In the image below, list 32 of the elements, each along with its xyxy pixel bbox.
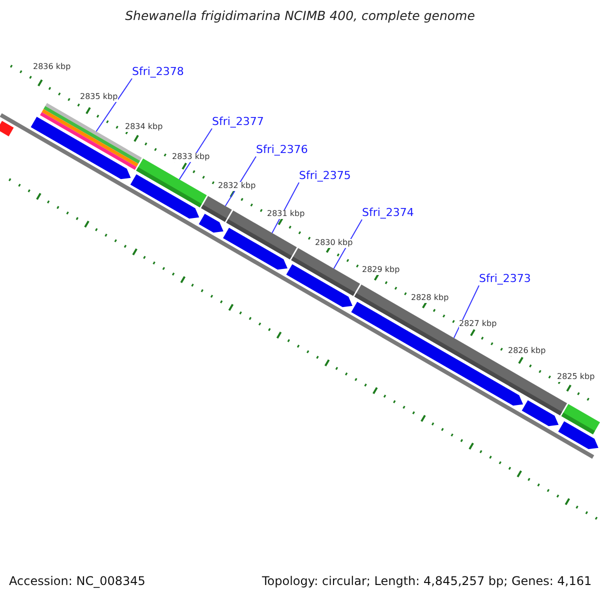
gene-label: Sfri_2377: [212, 116, 264, 128]
gene-arrow-bar: [223, 228, 288, 270]
gene-label: Sfri_2373: [479, 273, 531, 286]
scale-label: 2836 kbp: [33, 63, 71, 72]
leader-line: [333, 219, 362, 270]
gene-arrow-bar: [286, 264, 352, 308]
scale-label: 2830 kbp: [315, 239, 353, 248]
footer-text: Accession: NC_008345: [9, 575, 146, 588]
scale-label: 2825 kbp: [557, 373, 595, 382]
scale-label: 2828 kbp: [411, 294, 449, 303]
footer-text: Topology: circular; Length: 4,845,257 bp; Genes: 4,161: [262, 575, 592, 588]
gene-label: Sfri_2376: [256, 144, 308, 156]
gene-label: Sfri_2374: [362, 207, 414, 220]
scale-label: 2835 kbp: [80, 93, 118, 102]
scale-label: 2831 kbp: [267, 210, 305, 219]
leader-line: [96, 78, 132, 132]
scale-label: 2826 kbp: [508, 347, 546, 356]
title: Shewanella frigidimarina NCIMB 400, complete genome: [124, 9, 476, 23]
gene-arrow-bar: [522, 400, 559, 426]
gene-label: Sfri_2378: [132, 66, 184, 78]
scale-label: 2829 kbp: [362, 266, 400, 275]
scale-label: 2832 kbp: [218, 182, 256, 191]
scale-label: 2833 kbp: [172, 153, 210, 162]
gene-label: Sfri_2375: [299, 170, 351, 182]
gene-arrow-bar: [558, 421, 598, 450]
scale-label: 2827 kbp: [459, 320, 497, 329]
gene-arrow-bar: [130, 174, 200, 219]
gene-arrow-bar: [198, 214, 224, 233]
leader-line: [453, 285, 480, 338]
gene-bar: [561, 404, 600, 434]
gene-bar: [0, 120, 14, 136]
scale-label: 2834 kbp: [125, 123, 163, 132]
